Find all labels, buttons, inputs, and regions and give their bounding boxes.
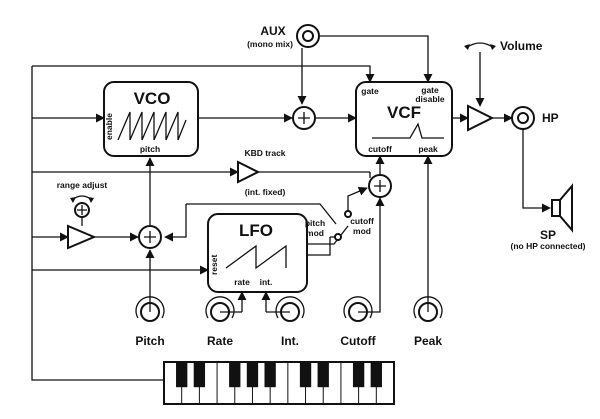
vco-block: VCO enable pitch	[103, 81, 199, 157]
kbd-track-sub-label: (int. fixed)	[245, 187, 286, 197]
sp-label: SP	[540, 228, 556, 242]
keyboard-black-key[interactable]	[193, 362, 206, 388]
vcf-gate-label: gate	[361, 86, 379, 96]
cutoff-knob-label: Cutoff	[340, 334, 376, 348]
cutoff-mod-label-1: cutoff	[350, 216, 374, 226]
range-adjust-amp	[67, 224, 97, 250]
rate-knob[interactable]	[205, 296, 242, 322]
lfo-int-label: int.	[260, 277, 273, 287]
adder-cutoff	[368, 174, 392, 198]
volume-control-icon[interactable]	[464, 42, 496, 50]
vcf-cutoff-label: cutoff	[368, 144, 392, 154]
cutoff-mod-label-2: mod	[353, 226, 371, 236]
vcf-block: gate gate disable VCF cutoff peak	[355, 81, 453, 157]
lfo-sawtooth-icon	[225, 244, 287, 270]
pitch-knob-label: Pitch	[135, 334, 164, 348]
sp-sub-label: (no HP connected)	[511, 241, 586, 251]
sawtooth-icon	[117, 111, 187, 141]
cutoff-knob[interactable]	[343, 296, 381, 322]
speaker-icon	[551, 183, 573, 233]
rate-knob-label: Rate	[207, 334, 233, 348]
pitch-mod-label-2: mod	[306, 228, 324, 238]
vco-pitch-label: pitch	[140, 144, 160, 154]
keyboard-black-key[interactable]	[317, 362, 329, 388]
aux-sub-label: (mono mix)	[247, 39, 293, 49]
lfo-reset-label: reset	[209, 255, 219, 275]
int-knob[interactable]	[266, 296, 305, 322]
vcf-gate-disable-label-1: gate	[421, 85, 439, 95]
hp-jack[interactable]	[511, 106, 535, 130]
vcf-title: VCF	[387, 103, 421, 122]
keyboard-black-key[interactable]	[370, 362, 382, 388]
lfo-title: LFO	[239, 221, 273, 240]
mod-switch	[334, 210, 352, 241]
volume-amp	[467, 104, 495, 132]
keyboard[interactable]	[163, 361, 395, 405]
peak-knob-label: Peak	[414, 334, 442, 348]
keyboard-black-key[interactable]	[299, 362, 312, 388]
range-adjust-label: range adjust	[57, 180, 108, 190]
filter-curve-icon	[372, 122, 444, 139]
range-adjust-trimmer-icon[interactable]	[70, 195, 94, 226]
kbd-track-amp	[237, 160, 261, 184]
adder-vco-aux	[292, 106, 316, 130]
kbd-track-label: KBD track	[244, 148, 285, 158]
int-knob-label: Int.	[281, 334, 299, 348]
vcf-peak-label: peak	[418, 144, 438, 154]
peak-knob[interactable]	[413, 296, 443, 322]
volume-label: Volume	[500, 39, 543, 53]
aux-jack[interactable]	[296, 24, 320, 48]
lfo-block: LFO reset rate int.	[207, 213, 308, 293]
pitch-mod-label-1: pitch	[305, 218, 325, 228]
vco-enable-label: enable	[104, 113, 114, 140]
keyboard-black-key[interactable]	[229, 362, 241, 388]
hp-label: HP	[542, 111, 559, 125]
lfo-rate-label: rate	[234, 277, 250, 287]
keyboard-black-key[interactable]	[264, 362, 276, 388]
keyboard-black-key[interactable]	[246, 362, 259, 388]
keyboard-black-key[interactable]	[352, 362, 365, 388]
vcf-gate-disable-label-2: disable	[415, 94, 445, 104]
keyboard-black-key[interactable]	[176, 362, 188, 388]
pitch-knob[interactable]	[135, 296, 165, 322]
adder-pitch	[138, 225, 162, 249]
aux-label: AUX	[260, 24, 285, 38]
signal-lines	[31, 35, 551, 381]
vco-title: VCO	[134, 89, 171, 108]
